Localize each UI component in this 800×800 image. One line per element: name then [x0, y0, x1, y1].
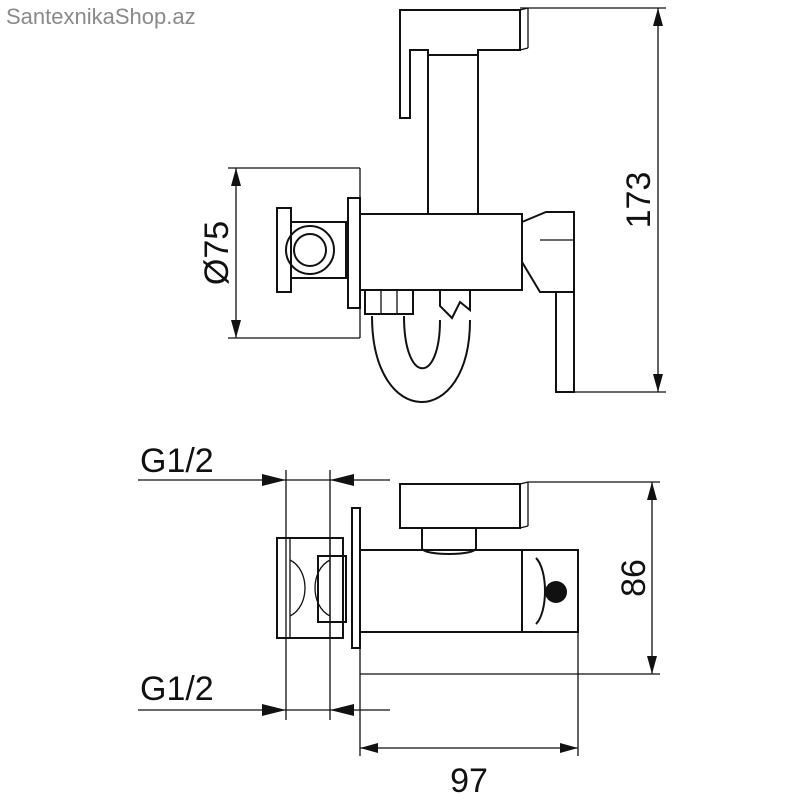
diameter-dimension: Ø75 [198, 167, 361, 339]
top-view: Ø75 173 [198, 7, 666, 403]
handle-head [399, 483, 521, 529]
bottom-view: G1/2 G1/2 86 97 [138, 442, 660, 800]
diameter-label: Ø75 [198, 221, 236, 285]
handle-neck [421, 528, 477, 555]
width-dimension: 97 [359, 632, 579, 800]
height-bottom-label: 86 [615, 559, 653, 597]
lever-cap [521, 549, 579, 633]
valve-body-top [359, 213, 523, 291]
wall-plate-bottom [351, 507, 361, 649]
threaded-connector [276, 537, 347, 639]
lever-handle [521, 211, 575, 393]
width-label: 97 [450, 762, 488, 800]
shower-stem [427, 54, 479, 215]
sprayer-head [399, 7, 529, 119]
height-top-label: 173 [620, 172, 658, 229]
thread-dimension-top: G1/2 [138, 442, 390, 486]
watermark: SantexnikaShop.az [6, 4, 196, 29]
lever-cap-dot [545, 581, 567, 603]
wall-plate-top [347, 197, 361, 309]
thread-bottom-label: G1/2 [140, 670, 214, 708]
height-dimension-bottom: 86 [360, 481, 660, 675]
hose-holder-bracket [276, 207, 347, 293]
thread-top-label: G1/2 [140, 442, 214, 480]
lever-arm [555, 291, 575, 393]
thread-dimension-bottom: G1/2 [138, 670, 390, 716]
height-dimension-top: 173 [520, 7, 666, 393]
hose-connection [364, 289, 471, 403]
